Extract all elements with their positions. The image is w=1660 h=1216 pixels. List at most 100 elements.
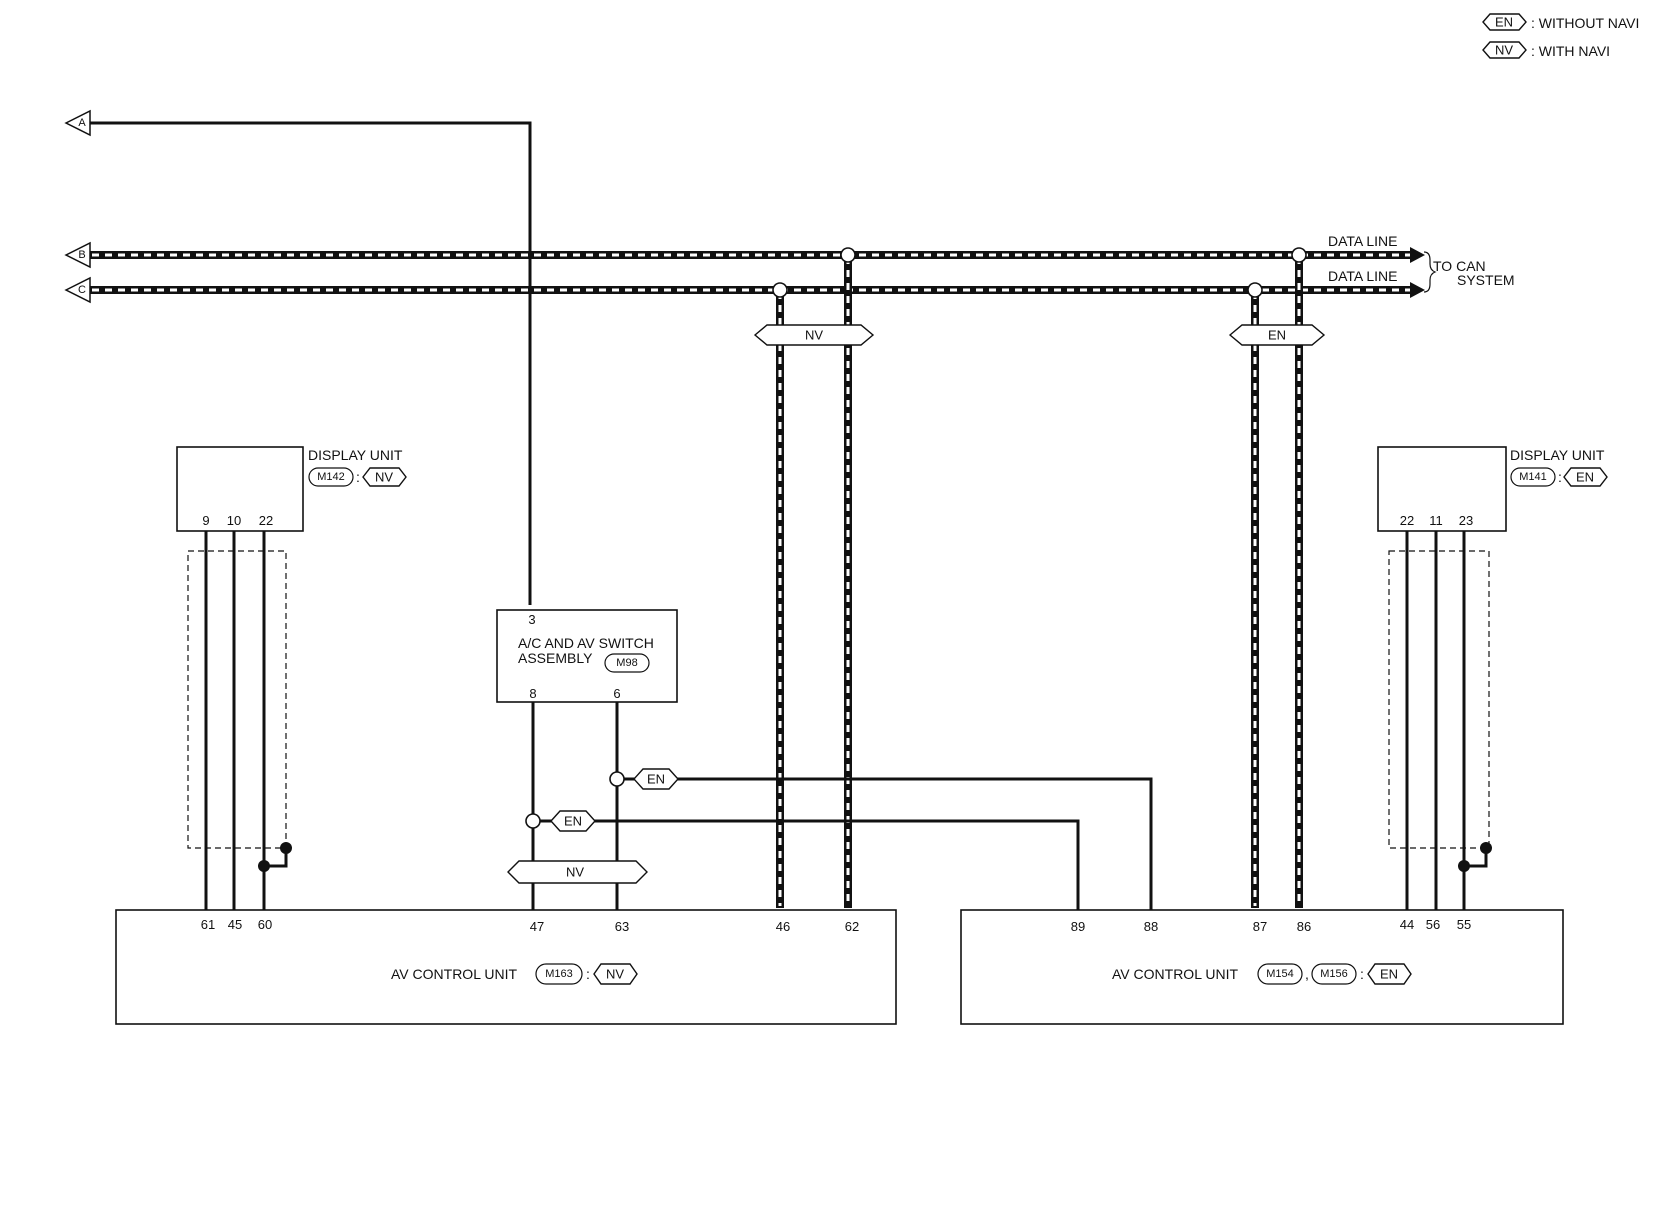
display-unit-left-title: DISPLAY UNIT xyxy=(308,447,403,463)
pin-label: 88 xyxy=(1144,919,1158,934)
pin-label: 63 xyxy=(615,919,629,934)
legend-item-nv: NV : WITH NAVI xyxy=(1482,41,1610,59)
av-control-unit-left: 61 45 60 47 63 46 62 AV CONTROL UNIT M16… xyxy=(115,909,897,1025)
pin-label: 55 xyxy=(1457,917,1471,932)
pin-label: 45 xyxy=(228,917,242,932)
pin-label: 44 xyxy=(1400,917,1414,932)
switch-assembly-line2: ASSEMBLY xyxy=(518,650,593,666)
display-unit-left: DISPLAY UNIT M142 : NV 9 10 22 xyxy=(176,446,407,532)
shield-right xyxy=(1388,550,1490,849)
legend-nv-hex-icon xyxy=(1482,41,1527,59)
av-control-unit-right-variant: EN xyxy=(1380,967,1398,982)
connector-a: A xyxy=(64,109,91,137)
pin-label: 23 xyxy=(1459,513,1473,528)
connector-oval-icon xyxy=(604,653,650,673)
variant-tag-label: EN xyxy=(564,814,582,829)
nv-hex-icon xyxy=(362,467,407,487)
junction-node xyxy=(280,842,292,854)
av-control-unit-right: 89 88 87 86 44 56 55 AV CONTROL UNIT M15… xyxy=(960,909,1564,1025)
av-control-unit-left-connector: M163 xyxy=(545,968,573,980)
splice-node xyxy=(840,247,856,263)
en-hex-icon xyxy=(1228,324,1326,346)
nv-hex-icon xyxy=(753,324,875,346)
connector-oval-icon xyxy=(1311,963,1357,985)
switch-pin-left: 8 xyxy=(529,686,536,701)
switch-assembly: 3 A/C AND AV SWITCH ASSEMBLY M98 8 6 xyxy=(496,609,678,703)
connector-b: B xyxy=(64,241,91,269)
legend-en-hex-icon xyxy=(1482,13,1527,31)
switch-assembly-box xyxy=(496,609,678,703)
bus-upper-arrow-icon xyxy=(1410,247,1425,263)
pin-label: 22 xyxy=(1400,513,1414,528)
wire-6-88 xyxy=(617,777,1153,910)
pin-label: 11 xyxy=(1429,513,1443,528)
pin-label: 10 xyxy=(227,513,241,528)
splice-node xyxy=(772,282,788,298)
splice-node xyxy=(525,813,541,829)
data-line-lower-label: DATA LINE xyxy=(1328,268,1398,284)
variant-tag-en-lower: EN xyxy=(550,810,596,832)
wire-a xyxy=(90,121,532,605)
display-unit-left-box xyxy=(176,446,304,532)
variant-tag-label: NV xyxy=(805,328,823,343)
en-hex-icon xyxy=(1367,963,1412,985)
connector-a-label: A xyxy=(78,117,86,129)
display-unit-left-variant: NV xyxy=(375,470,393,485)
en-hex-icon xyxy=(1563,467,1608,487)
en-hex-icon xyxy=(550,810,596,832)
splice-node xyxy=(609,771,625,787)
legend-en-text: : WITHOUT NAVI xyxy=(1531,15,1639,31)
variant-tag-label: EN xyxy=(1268,328,1286,343)
av-control-unit-left-box xyxy=(115,909,897,1025)
separator-comma: , xyxy=(1305,966,1309,982)
display-unit-right-variant: EN xyxy=(1576,470,1594,485)
data-line-upper-label: DATA LINE xyxy=(1328,233,1398,249)
can-brace-icon xyxy=(1423,251,1437,293)
can-bus-lower xyxy=(90,282,1425,298)
shield-left xyxy=(187,550,287,849)
pin-label: 87 xyxy=(1253,919,1267,934)
connector-oval-icon xyxy=(1257,963,1303,985)
legend-nv-text: : WITH NAVI xyxy=(1531,43,1610,59)
switch-pin-top: 3 xyxy=(528,612,535,627)
av-control-unit-left-variant: NV xyxy=(606,967,624,982)
pin-label: 89 xyxy=(1071,919,1085,934)
connector-c-label: C xyxy=(78,284,86,296)
display-unit-left-connector: M142 xyxy=(317,471,345,483)
junction-node xyxy=(258,860,270,872)
en-hex-icon xyxy=(633,768,679,790)
av-control-unit-right-title: AV CONTROL UNIT xyxy=(1112,966,1238,982)
pin-label: 61 xyxy=(201,917,215,932)
legend-en-code: EN xyxy=(1495,15,1513,30)
av-control-unit-right-connector2: M156 xyxy=(1320,968,1348,980)
display-unit-right-box xyxy=(1377,446,1507,532)
pin-label: 9 xyxy=(202,513,209,528)
legend-item-en: EN : WITHOUT NAVI xyxy=(1482,13,1639,31)
nv-hex-icon xyxy=(507,860,648,884)
legend: EN : WITHOUT NAVI NV : WITH NAVI xyxy=(1482,13,1639,59)
separator-colon: : xyxy=(1360,966,1364,982)
variant-tag-label: EN xyxy=(647,772,665,787)
splice-node xyxy=(1291,247,1307,263)
connector-c: C xyxy=(64,276,91,304)
legend-nv-code: NV xyxy=(1495,43,1513,58)
display-unit-right-title: DISPLAY UNIT xyxy=(1510,447,1605,463)
pin-label: 62 xyxy=(845,919,859,934)
connector-b-label: B xyxy=(78,249,85,261)
bus-lower-arrow-icon xyxy=(1410,282,1425,298)
wire-8-89 xyxy=(533,819,1080,910)
junction-node xyxy=(1458,860,1470,872)
splice-node xyxy=(1247,282,1263,298)
can-bus-upper xyxy=(90,247,1425,263)
variant-tag-en-bus: EN xyxy=(1228,324,1326,346)
display-unit-right: DISPLAY UNIT M141 : EN 22 11 23 xyxy=(1377,446,1608,532)
variant-tag-nv-switch: NV xyxy=(507,860,648,884)
nv-hex-icon xyxy=(593,963,638,985)
to-can-label-line2: SYSTEM xyxy=(1457,272,1515,288)
av-control-unit-left-title: AV CONTROL UNIT xyxy=(391,966,517,982)
variant-tag-en-upper: EN xyxy=(633,768,679,790)
av-control-unit-right-connector1: M154 xyxy=(1266,968,1294,980)
pin-label: 46 xyxy=(776,919,790,934)
separator-colon: : xyxy=(586,966,590,982)
